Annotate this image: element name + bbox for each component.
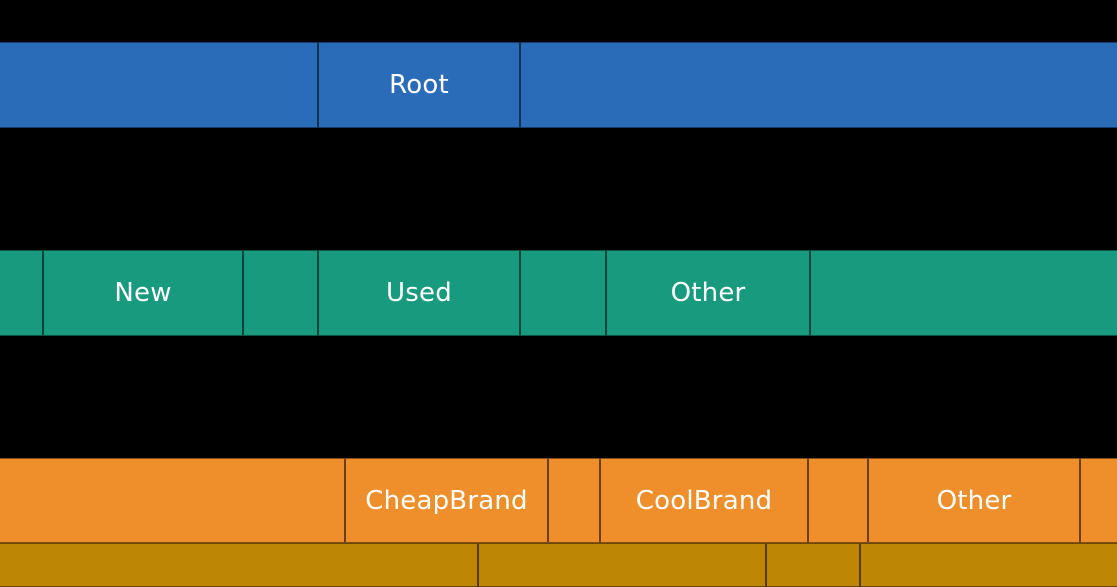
icicle-node-coolbrand[interactable]: CoolBrand: [600, 458, 808, 543]
icicle-node-unlabeled[interactable]: [0, 458, 345, 543]
icicle-node-unlabeled[interactable]: [808, 458, 868, 543]
icicle-node-label: Other: [936, 487, 1012, 514]
icicle-node-unlabeled[interactable]: [860, 543, 1117, 587]
icicle-node-label: CoolBrand: [635, 487, 773, 514]
icicle-level-3: [0, 543, 1117, 587]
icicle-node-used[interactable]: Used: [318, 250, 520, 336]
icicle-node-unlabeled[interactable]: [478, 543, 766, 587]
icicle-node-label: Root: [389, 72, 449, 98]
icicle-node-unlabeled[interactable]: [520, 250, 606, 336]
icicle-node-unlabeled[interactable]: [1080, 458, 1117, 543]
icicle-node-unlabeled[interactable]: [548, 458, 600, 543]
icicle-node-other[interactable]: Other: [606, 250, 810, 336]
icicle-node-unlabeled[interactable]: [766, 543, 860, 587]
icicle-node-label: Other: [670, 280, 746, 306]
icicle-node-root[interactable]: Root: [318, 42, 520, 128]
icicle-level-0: Root: [0, 42, 1117, 128]
icicle-node-unlabeled[interactable]: [0, 42, 318, 128]
icicle-node-unlabeled[interactable]: [0, 250, 43, 336]
icicle-node-label: Used: [386, 280, 452, 306]
icicle-node-unlabeled[interactable]: [0, 543, 478, 587]
icicle-node-new[interactable]: New: [43, 250, 243, 336]
icicle-node-unlabeled[interactable]: [520, 42, 1117, 128]
icicle-node-other[interactable]: Other: [868, 458, 1080, 543]
icicle-level-1: New Used Other: [0, 250, 1117, 336]
icicle-node-label: CheapBrand: [365, 487, 528, 514]
icicle-node-unlabeled[interactable]: [810, 250, 1117, 336]
icicle-node-cheapbrand[interactable]: CheapBrand: [345, 458, 548, 543]
icicle-node-label: New: [114, 280, 172, 306]
icicle-node-unlabeled[interactable]: [243, 250, 318, 336]
icicle-level-2: CheapBrand CoolBrand Other: [0, 458, 1117, 543]
